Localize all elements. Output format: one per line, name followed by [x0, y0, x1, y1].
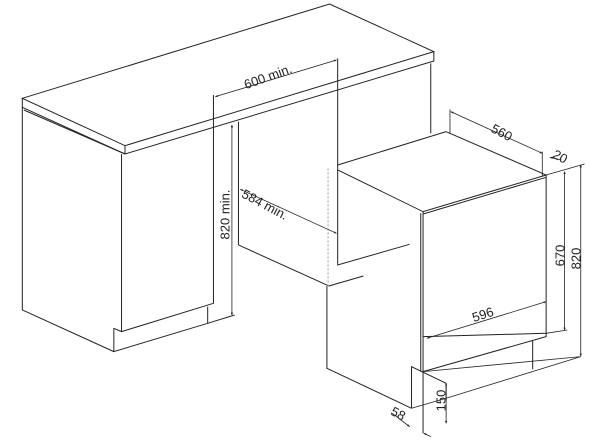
dishwasher [327, 132, 546, 434]
dimension-lines [215, 59, 584, 437]
countertop [22, 4, 434, 154]
plinth-height-label: 150 [433, 389, 449, 412]
niche [238, 58, 446, 286]
appliance-height-label: 820 [568, 247, 584, 270]
niche-height-label: 820 min. [217, 189, 233, 240]
left-cabinet [22, 95, 234, 352]
door-height-label: 670 [552, 244, 568, 267]
